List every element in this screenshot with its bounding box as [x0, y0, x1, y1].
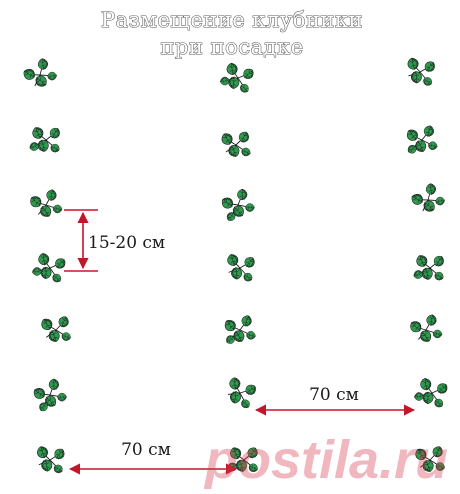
row-spacing-dimension-lower: 70 см	[68, 440, 238, 475]
strawberry-leaf	[46, 71, 58, 82]
strawberry-leaf	[242, 254, 258, 270]
strawberry-leaf	[219, 76, 230, 86]
in-row-spacing-label: 15-20 см	[88, 233, 165, 253]
strawberry-leaf	[412, 268, 425, 281]
strawberry-plant	[413, 377, 450, 410]
strawberry-leaf	[226, 143, 242, 159]
strawberry-leaf	[409, 191, 426, 208]
strawberry-plant	[226, 445, 260, 474]
strawberry-leaf	[31, 385, 48, 402]
strawberry-plant	[225, 252, 258, 284]
strawberry-leaf	[240, 146, 252, 158]
strawberry-leaf	[241, 271, 255, 284]
strawberry-plant	[219, 129, 252, 159]
strawberry-leaf	[422, 124, 436, 138]
strawberry-leaf	[238, 82, 251, 95]
strawberry-plant	[38, 314, 72, 344]
plant-row-left	[21, 58, 72, 475]
strawberry-plant	[28, 125, 63, 154]
strawberry-leaf	[422, 59, 438, 75]
strawberry-plant	[35, 444, 67, 475]
strawberry-plant	[407, 313, 443, 345]
strawberry-leaf	[419, 377, 433, 392]
plant-row-middle	[219, 62, 260, 474]
strawberry-leaf	[422, 391, 434, 405]
strawberry-leaf	[219, 131, 235, 147]
strawberry-leaf	[432, 396, 446, 410]
strawberry-leaf	[37, 58, 49, 71]
title-line-2: при посадке	[160, 35, 303, 59]
strawberry-plant	[406, 56, 438, 88]
row-spacing-label-upper: 70 см	[309, 385, 359, 405]
strawberry-leaf	[245, 330, 257, 341]
strawberry-plant	[21, 58, 58, 90]
strawberry-leaf	[427, 140, 439, 151]
strawberry-plant	[219, 62, 256, 95]
strawberry-plant	[412, 253, 447, 282]
strawberry-leaf	[434, 380, 450, 396]
row-spacing-dimension-upper: 70 см	[254, 385, 416, 416]
strawberry-leaf	[413, 391, 425, 402]
strawberry-plant	[227, 377, 259, 411]
strawberry-leaf	[31, 266, 43, 277]
strawberry-plant	[404, 124, 439, 156]
strawberry-leaf	[222, 317, 239, 334]
strawberry-leaf	[47, 125, 63, 141]
strawberry-leaf	[52, 204, 63, 214]
strawberry-leaf	[240, 314, 254, 328]
title-line-1: Размещение клубники	[101, 8, 363, 32]
strawberry-plant	[409, 183, 446, 215]
strawberry-leaf	[50, 271, 64, 285]
strawberry-plant	[412, 444, 446, 474]
strawberry-leaf	[56, 392, 68, 402]
strawberry-leaf	[243, 382, 259, 398]
strawberry-leaf	[421, 75, 434, 88]
watermark: postila.ru	[203, 430, 448, 490]
strawberry-plant	[219, 188, 255, 223]
strawberry-leaf	[404, 127, 421, 144]
row-spacing-label-lower: 70 см	[121, 440, 171, 460]
strawberry-leaf	[37, 252, 51, 267]
strawberry-plant	[222, 314, 257, 346]
strawberry-leaf	[245, 203, 255, 212]
strawberry-leaf	[225, 62, 239, 76]
strawberry-leaf	[37, 203, 54, 220]
strawberry-leaf	[36, 138, 50, 153]
strawberry-leaf	[219, 195, 236, 211]
strawberry-leaf	[425, 183, 437, 196]
strawberry-leaf	[38, 316, 55, 333]
strawberry-leaf	[52, 446, 67, 462]
strawberry-leaf	[52, 255, 68, 271]
strawberry-leaf	[420, 266, 434, 281]
strawberry-leaf	[48, 378, 59, 391]
strawberry-leaf	[45, 188, 58, 202]
strawberry-leaf	[239, 397, 252, 411]
strawberry-leaf	[46, 328, 62, 344]
strawberry-leaf	[417, 328, 434, 345]
strawberry-plant	[27, 188, 63, 220]
strawberry-leaf	[60, 331, 72, 343]
strawberry-leaf	[431, 253, 447, 269]
strawberry-leaf	[240, 66, 256, 82]
strawberry-plant	[31, 378, 68, 414]
strawberry-leaf	[229, 377, 241, 390]
strawberry-leaf	[407, 318, 424, 335]
strawberry-plant	[31, 252, 68, 285]
strawberry-leaf	[28, 140, 41, 153]
strawberry-leaf	[40, 266, 52, 280]
strawberry-leaf	[21, 66, 38, 83]
strawberry-leaf	[434, 196, 446, 207]
strawberry-leaf	[30, 125, 46, 141]
strawberry-leaf	[27, 193, 44, 210]
plant-row-right	[404, 56, 450, 474]
strawberry-leaf	[425, 313, 438, 327]
strawberry-leaf	[236, 188, 248, 201]
strawberry-leaf	[414, 253, 430, 269]
strawberry-leaf	[432, 329, 443, 339]
in-row-spacing-dimension: 15-20 см	[64, 209, 165, 272]
